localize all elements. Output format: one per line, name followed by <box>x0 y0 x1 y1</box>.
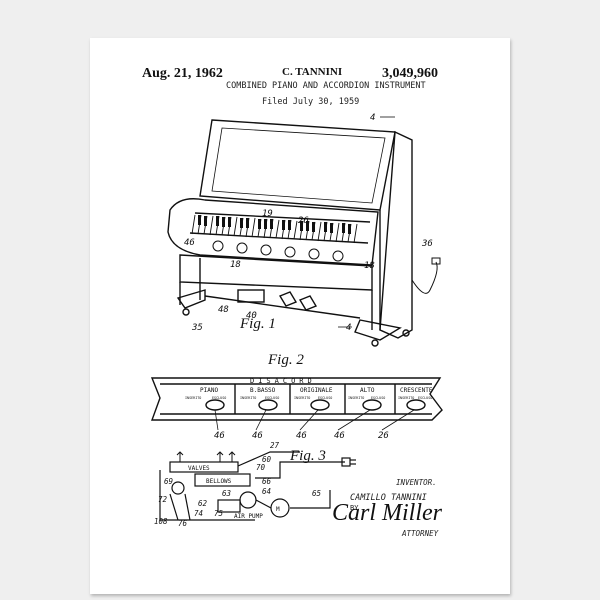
fig1-ref: 40 <box>246 311 257 321</box>
fig2-small-label: INSERITO <box>348 396 364 400</box>
fig1-ref: 18 <box>230 260 241 270</box>
by-label: BY <box>350 504 359 512</box>
fig2-stop-label: CRESCENTE <box>400 387 433 394</box>
fig3-ref: 66 <box>262 477 272 486</box>
fig3-bellows-label: BELLOWS <box>206 478 232 485</box>
fig3-ref: 60 <box>262 455 272 464</box>
fig2-ref: 46 <box>252 431 263 441</box>
patent-date: Aug. 21, 1962 <box>142 66 223 81</box>
attorney-role: ATTORNEY <box>402 529 439 538</box>
fig1-ref: 48 <box>218 305 229 315</box>
fig3-ref: 63 <box>222 489 232 498</box>
fig3-air-pump-label: AIR PUMP <box>234 513 263 520</box>
fig3-ref: 64 <box>262 487 271 496</box>
fig2-stop-label: ORIGINALE <box>300 387 333 394</box>
fig2-ref: 46 <box>296 431 307 441</box>
fig3-motor-label: M <box>276 506 280 513</box>
inventor-name: CAMILLO TANNINI <box>350 493 427 503</box>
patent-title: COMBINED PIANO AND ACCORDION INSTRUMENT <box>226 81 426 91</box>
fig3-ref: 75 <box>214 509 224 518</box>
fig3-ref: 70 <box>256 463 266 472</box>
fig1-ref: 46 <box>184 238 195 248</box>
fig2-small-label: INSERITO <box>398 396 414 400</box>
fig3-valves-label: VALVES <box>188 465 210 472</box>
fig2-small-label: ESCLUSO <box>318 396 332 400</box>
fig1-ref: 35 <box>191 323 203 333</box>
fig2-ref: 46 <box>214 431 225 441</box>
fig3-ref: 65 <box>312 489 322 498</box>
fig2-stop-label: B.BASSO <box>250 387 276 394</box>
fig1-ref: 4 <box>370 113 375 123</box>
fig2-small-label: INSERITO <box>294 396 310 400</box>
fig2-small-label: INSERITO <box>240 396 256 400</box>
fig2-ref: 26 <box>378 431 389 441</box>
fig1-caption: Fig. 1 <box>240 316 276 332</box>
fig3-ref: 74 <box>194 509 203 518</box>
fig2-small-label: ESCLUSO <box>418 396 432 400</box>
fig3-ref: 62 <box>198 499 208 508</box>
fig3-ref: 72 <box>158 495 168 504</box>
fig2-small-label: ESCLUSO <box>212 396 226 400</box>
fig2-small-label: INSERITO <box>185 396 201 400</box>
fig2-caption: Fig. 2 <box>268 352 304 368</box>
attorney-signature: Carl Miller <box>332 500 443 526</box>
fig2-stop-label: ALTO <box>360 387 375 394</box>
filed-date: Filed July 30, 1959 <box>262 97 360 107</box>
fig1-ref: 18 <box>364 261 375 271</box>
fig1-ref: 36 <box>421 239 433 249</box>
fig1-ref: 26 <box>298 216 309 226</box>
fig2-small-label: ESCLUSO <box>371 396 385 400</box>
fig2-stop-label: PIANO <box>200 387 218 394</box>
fig3-ref: 69 <box>164 477 174 486</box>
fig3-ref: 76 <box>178 519 188 528</box>
fig3-ref: 108 <box>154 517 168 526</box>
patent-number: 3,049,960 <box>382 66 438 81</box>
fig2-ref: 46 <box>334 431 345 441</box>
inventor-role: INVENTOR. <box>396 478 437 487</box>
fig2-small-label: ESCLUSO <box>265 396 279 400</box>
fig2-heading: DISACORD <box>250 377 316 385</box>
inventor-header: C. TANNINI <box>282 66 343 78</box>
fig1-ref: 4 <box>346 323 351 333</box>
fig3-ref: 27 <box>270 441 280 450</box>
fig1-ref: 19 <box>262 209 273 219</box>
